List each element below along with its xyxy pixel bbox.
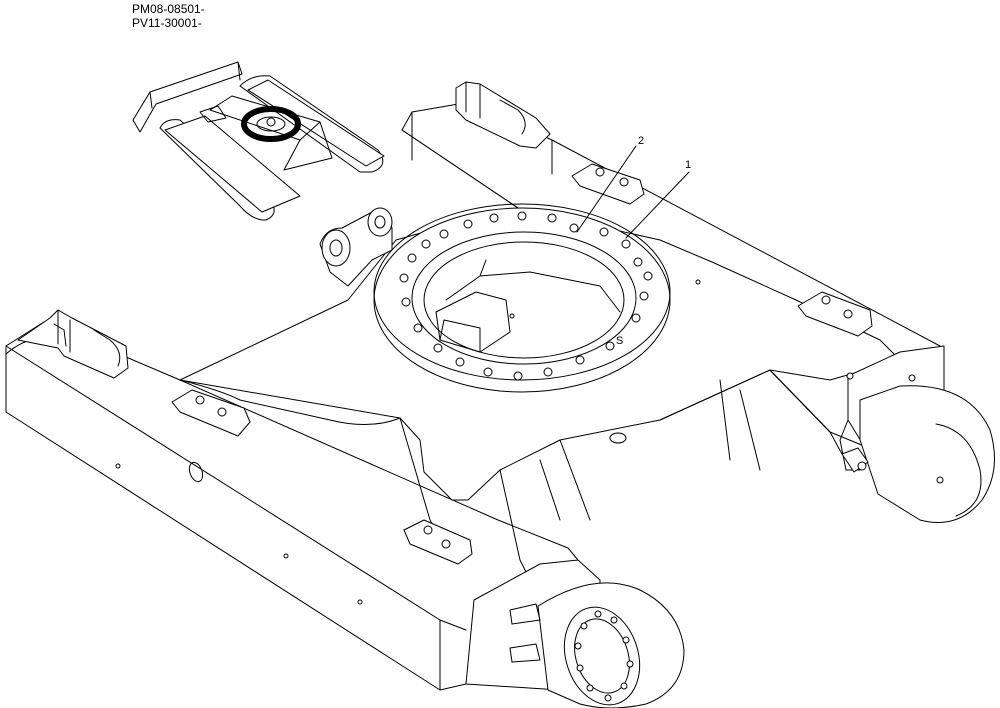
mounting-plates — [171, 163, 873, 565]
callout-1: 1 — [685, 159, 691, 171]
ring-bolts — [399, 211, 653, 381]
serial-code-1: PM08-08501- — [132, 2, 205, 16]
right-end-housing — [769, 345, 995, 523]
callout-2-group: 2 — [576, 135, 644, 233]
callout-1-group: 1 — [625, 159, 691, 239]
callout-2-leader — [576, 145, 637, 233]
callout-2: 2 — [638, 135, 644, 147]
ring-marker-letter: S — [616, 335, 623, 347]
track-frame: S — [5, 81, 995, 708]
bottom-end-housing — [465, 559, 685, 708]
serial-range-labels: PM08-08501- PV11-30001- — [132, 2, 205, 30]
slewing-ring-highlight-icon — [241, 106, 301, 142]
serial-code-2: PV11-30001- — [132, 16, 202, 30]
swing-bearing-ring: S — [373, 203, 671, 393]
locator-thumbnail — [132, 61, 385, 221]
callout-1-leader — [625, 171, 690, 239]
